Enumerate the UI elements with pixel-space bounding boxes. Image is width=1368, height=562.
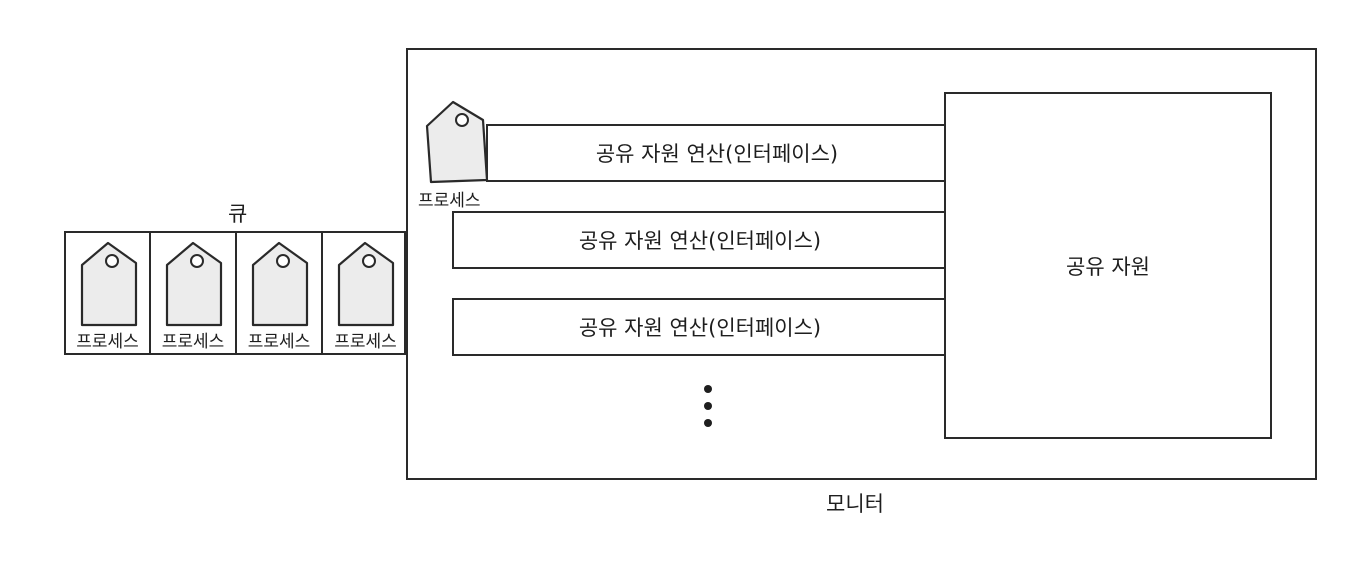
- queue-slot: 프로세스: [323, 233, 408, 353]
- process-tag-icon: [80, 241, 138, 327]
- queue-process-label: 프로세스: [247, 332, 311, 352]
- operation-label: 공유 자원 연산(인터페이스): [578, 316, 822, 340]
- ellipsis-dot: [704, 385, 712, 393]
- shared-resource-box: 공유 자원: [944, 92, 1272, 439]
- process-tag-icon: [165, 241, 223, 327]
- queue-box: 프로세스 프로세스 프로세스 프로세스: [64, 231, 406, 355]
- shared-resource-label: 공유 자원: [1066, 254, 1150, 279]
- queue-slot: 프로세스: [237, 233, 323, 353]
- monitor-label: 모니터: [826, 492, 884, 516]
- queue-process-label: 프로세스: [76, 332, 139, 352]
- process-tag-icon: [337, 241, 395, 327]
- ellipsis-dot: [704, 419, 712, 427]
- process-tag-icon: [251, 241, 309, 327]
- queue-slot: 프로세스: [66, 233, 151, 353]
- operation-label: 공유 자원 연산(인터페이스): [595, 142, 839, 166]
- process-tag-icon: [425, 100, 489, 184]
- shared-resource-operation-2: 공유 자원 연산(인터페이스): [452, 211, 946, 269]
- queue-process-label: 프로세스: [334, 332, 397, 352]
- operation-label: 공유 자원 연산(인터페이스): [578, 229, 822, 253]
- active-process-label: 프로세스: [418, 191, 481, 211]
- shared-resource-operation-3: 공유 자원 연산(인터페이스): [452, 298, 946, 356]
- ellipsis-dot: [704, 402, 712, 410]
- queue-slot: 프로세스: [151, 233, 237, 353]
- shared-resource-operation-1: 공유 자원 연산(인터페이스): [486, 124, 946, 182]
- queue-process-label: 프로세스: [161, 332, 225, 352]
- queue-label: 큐: [228, 202, 248, 226]
